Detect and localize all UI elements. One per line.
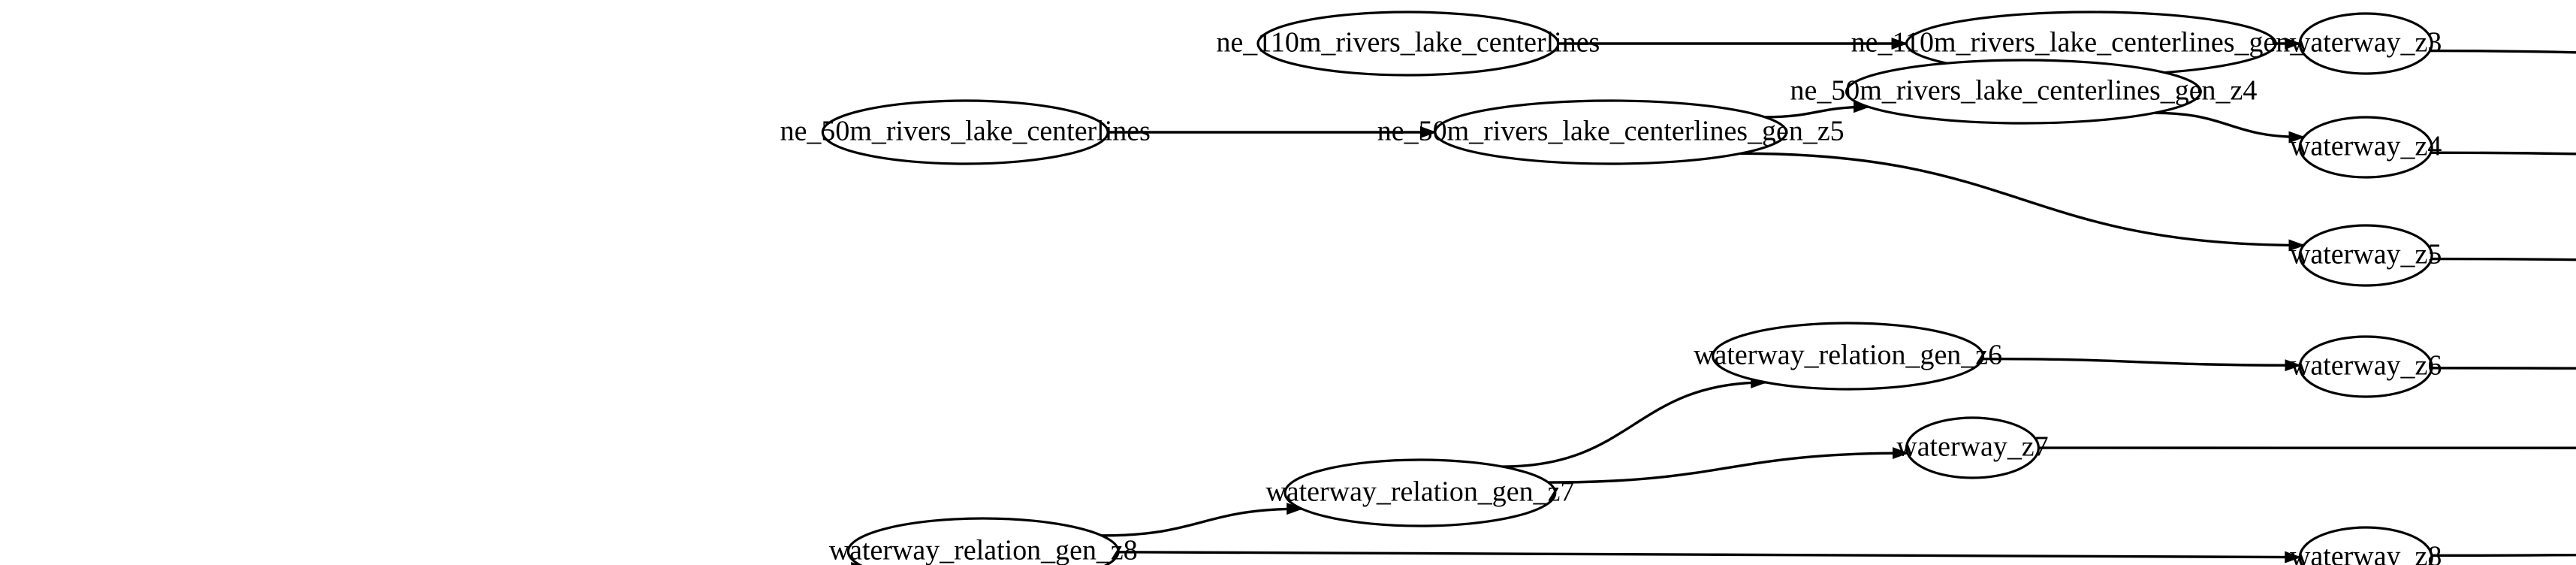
node-label: waterway_z7 <box>1896 431 2048 463</box>
edge-waterway_relation_gen_z8-to-waterway_z8 <box>1118 551 2302 563</box>
edges-layer <box>851 38 2576 565</box>
node-waterway_z6[interactable]: waterway_z6 <box>2290 335 2442 398</box>
node-label: waterway_relation_gen_z8 <box>829 535 1138 565</box>
node-waterway_z8[interactable]: waterway_z8 <box>2290 526 2442 565</box>
node-ellipse <box>1256 11 1560 77</box>
edge-waterway_relation_gen_z8-to-waterway_relation_gen_z7 <box>1101 503 1304 537</box>
node-ne_110m_rivers_lake_centerlines[interactable]: ne_110m_rivers_lake_centerlines <box>1216 11 1600 77</box>
edge-waterway_z8-to-layer_waterway-z8 <box>2431 554 2576 557</box>
node-ne_50m_rivers_lake_centerlines_gen_z4[interactable]: ne_50m_rivers_lake_centerlines_gen_z4 <box>1790 59 2257 125</box>
node-ellipse <box>1712 322 1985 391</box>
node-label: waterway_relation_gen_z6 <box>1694 340 2002 371</box>
edge-ne_50m_rivers_lake_centerlines_gen_z4-to-waterway_z4 <box>2154 111 2306 144</box>
edge-waterway_z9-to-layer_waterway-z9 <box>2431 513 2576 565</box>
edge-waterway_z4-to-layer_waterway-z4 <box>2430 151 2576 156</box>
node-ellipse <box>2298 116 2433 179</box>
node-ellipse <box>2298 12 2433 75</box>
node-label: ne_110m_rivers_lake_centerlines_gen_z3 <box>1851 27 2331 59</box>
node-label: waterway_z6 <box>2290 350 2442 382</box>
node-waterway_z4[interactable]: waterway_z4 <box>2290 116 2442 179</box>
node-ellipse <box>2298 526 2433 565</box>
node-label: ne_50m_rivers_lake_centerlines_gen_z4 <box>1790 75 2257 107</box>
node-ellipse <box>2298 335 2433 398</box>
node-waterway_z5[interactable]: waterway_z5 <box>2290 224 2442 287</box>
node-label: waterway_z4 <box>2290 131 2442 162</box>
node-label: waterway_relation_gen_z7 <box>1265 476 1574 508</box>
edge-waterway_relation_gen_z7-to-waterway_z7 <box>1548 447 1909 484</box>
node-label: ne_50m_rivers_lake_centerlines <box>780 116 1151 147</box>
edge-waterway_relation_gen_z7-to-waterway_relation_gen_z6 <box>1502 376 1768 468</box>
node-label: waterway_z5 <box>2290 239 2442 270</box>
node-ellipse <box>821 99 1109 165</box>
node-waterway_relation_gen_z7[interactable]: waterway_relation_gen_z7 <box>1265 458 1574 527</box>
node-ne_50m_rivers_lake_centerlines_gen_z5[interactable]: ne_50m_rivers_lake_centerlines_gen_z5 <box>1377 99 1845 165</box>
node-waterway_z3[interactable]: waterway_z3 <box>2290 12 2442 75</box>
node-ellipse <box>1845 59 2202 125</box>
node-ellipse <box>846 517 1120 565</box>
edge-waterway_z3-to-layer_waterway-z3 <box>2430 49 2576 54</box>
edge-waterway_relation_gen_z6-to-waterway_z6 <box>1982 357 2302 372</box>
node-ellipse <box>1905 416 2041 479</box>
node-ellipse <box>2298 224 2433 287</box>
node-waterway_relation_gen_z6[interactable]: waterway_relation_gen_z6 <box>1694 322 2002 391</box>
edge-waterway_z6-to-layer_waterway-z6 <box>2432 367 2576 370</box>
nodes-layer: imposm3osm_waterway_relationosm_waterway… <box>780 11 2442 565</box>
node-label: ne_110m_rivers_lake_centerlines <box>1216 27 1600 59</box>
edge-waterway_z7-to-layer_waterway-z7 <box>2038 446 2576 449</box>
node-waterway_z7[interactable]: waterway_z7 <box>1896 416 2049 479</box>
node-label: waterway_z3 <box>2290 27 2442 59</box>
node-ellipse <box>1283 458 1557 527</box>
node-label: waterway_z8 <box>2290 541 2442 565</box>
node-ellipse <box>1434 99 1788 165</box>
node-label: ne_50m_rivers_lake_centerlines_gen_z5 <box>1377 116 1845 147</box>
edge-ne_50m_rivers_lake_centerlines_gen_z5-to-waterway_z5 <box>1740 152 2306 252</box>
node-ne_50m_rivers_lake_centerlines[interactable]: ne_50m_rivers_lake_centerlines <box>780 99 1151 165</box>
edge-ne_50m_rivers_lake_centerlines_gen_z5-to-ne_50m_rivers_lake_centerlines_gen_z4 <box>1764 101 1870 119</box>
node-waterway_relation_gen_z8[interactable]: waterway_relation_gen_z8 <box>829 517 1138 565</box>
